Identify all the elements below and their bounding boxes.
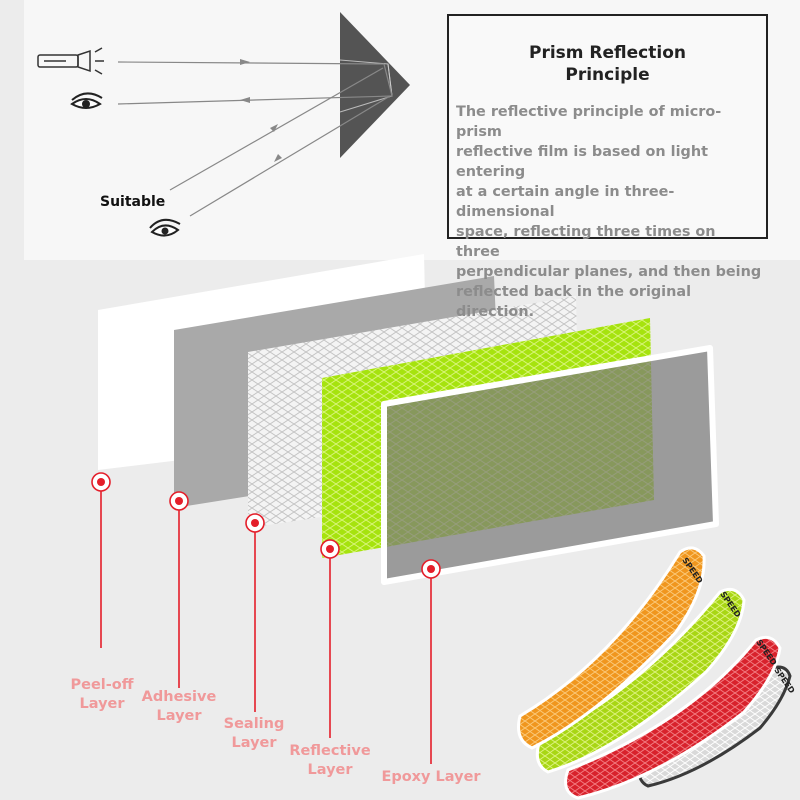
red-strip: [564, 635, 782, 800]
reflective-marker: [320, 539, 340, 559]
epoxy-layer-sheet: [381, 345, 719, 585]
light-rays: [117, 59, 393, 217]
reflective-strips: SPEED SPEED SPEED SPEED: [517, 546, 797, 800]
peel-off-layer-label: Peel-off Layer: [70, 677, 134, 712]
sealing-layer-label: Sealing Layer: [223, 716, 285, 751]
reflective-layer-label: Reflective Layer: [289, 743, 371, 778]
green-strip: [535, 587, 746, 774]
epoxy-layer-label: Epoxy Layer: [381, 769, 481, 785]
suitable-label: Suitable: [100, 194, 166, 210]
adhesive-marker: [169, 491, 189, 511]
flashlight-icon: [37, 47, 104, 75]
leader-lines: [100, 491, 432, 764]
principle-box: Prism Reflection Principle The reflectiv…: [447, 14, 768, 320]
epoxy-marker: [421, 559, 441, 579]
eye-icon: [70, 92, 103, 109]
principle-title: Prism Reflection Principle: [529, 43, 686, 85]
layer-markers: [91, 472, 441, 579]
eye-icon: [149, 218, 181, 237]
prism: [339, 12, 410, 158]
orange-strip: [517, 546, 706, 750]
principle-description: The reflective principle of micro-prism …: [456, 104, 762, 320]
adhesive-layer-label: Adhesive Layer: [141, 689, 217, 724]
sealing-marker: [245, 513, 265, 533]
peel-off-marker: [91, 472, 111, 492]
